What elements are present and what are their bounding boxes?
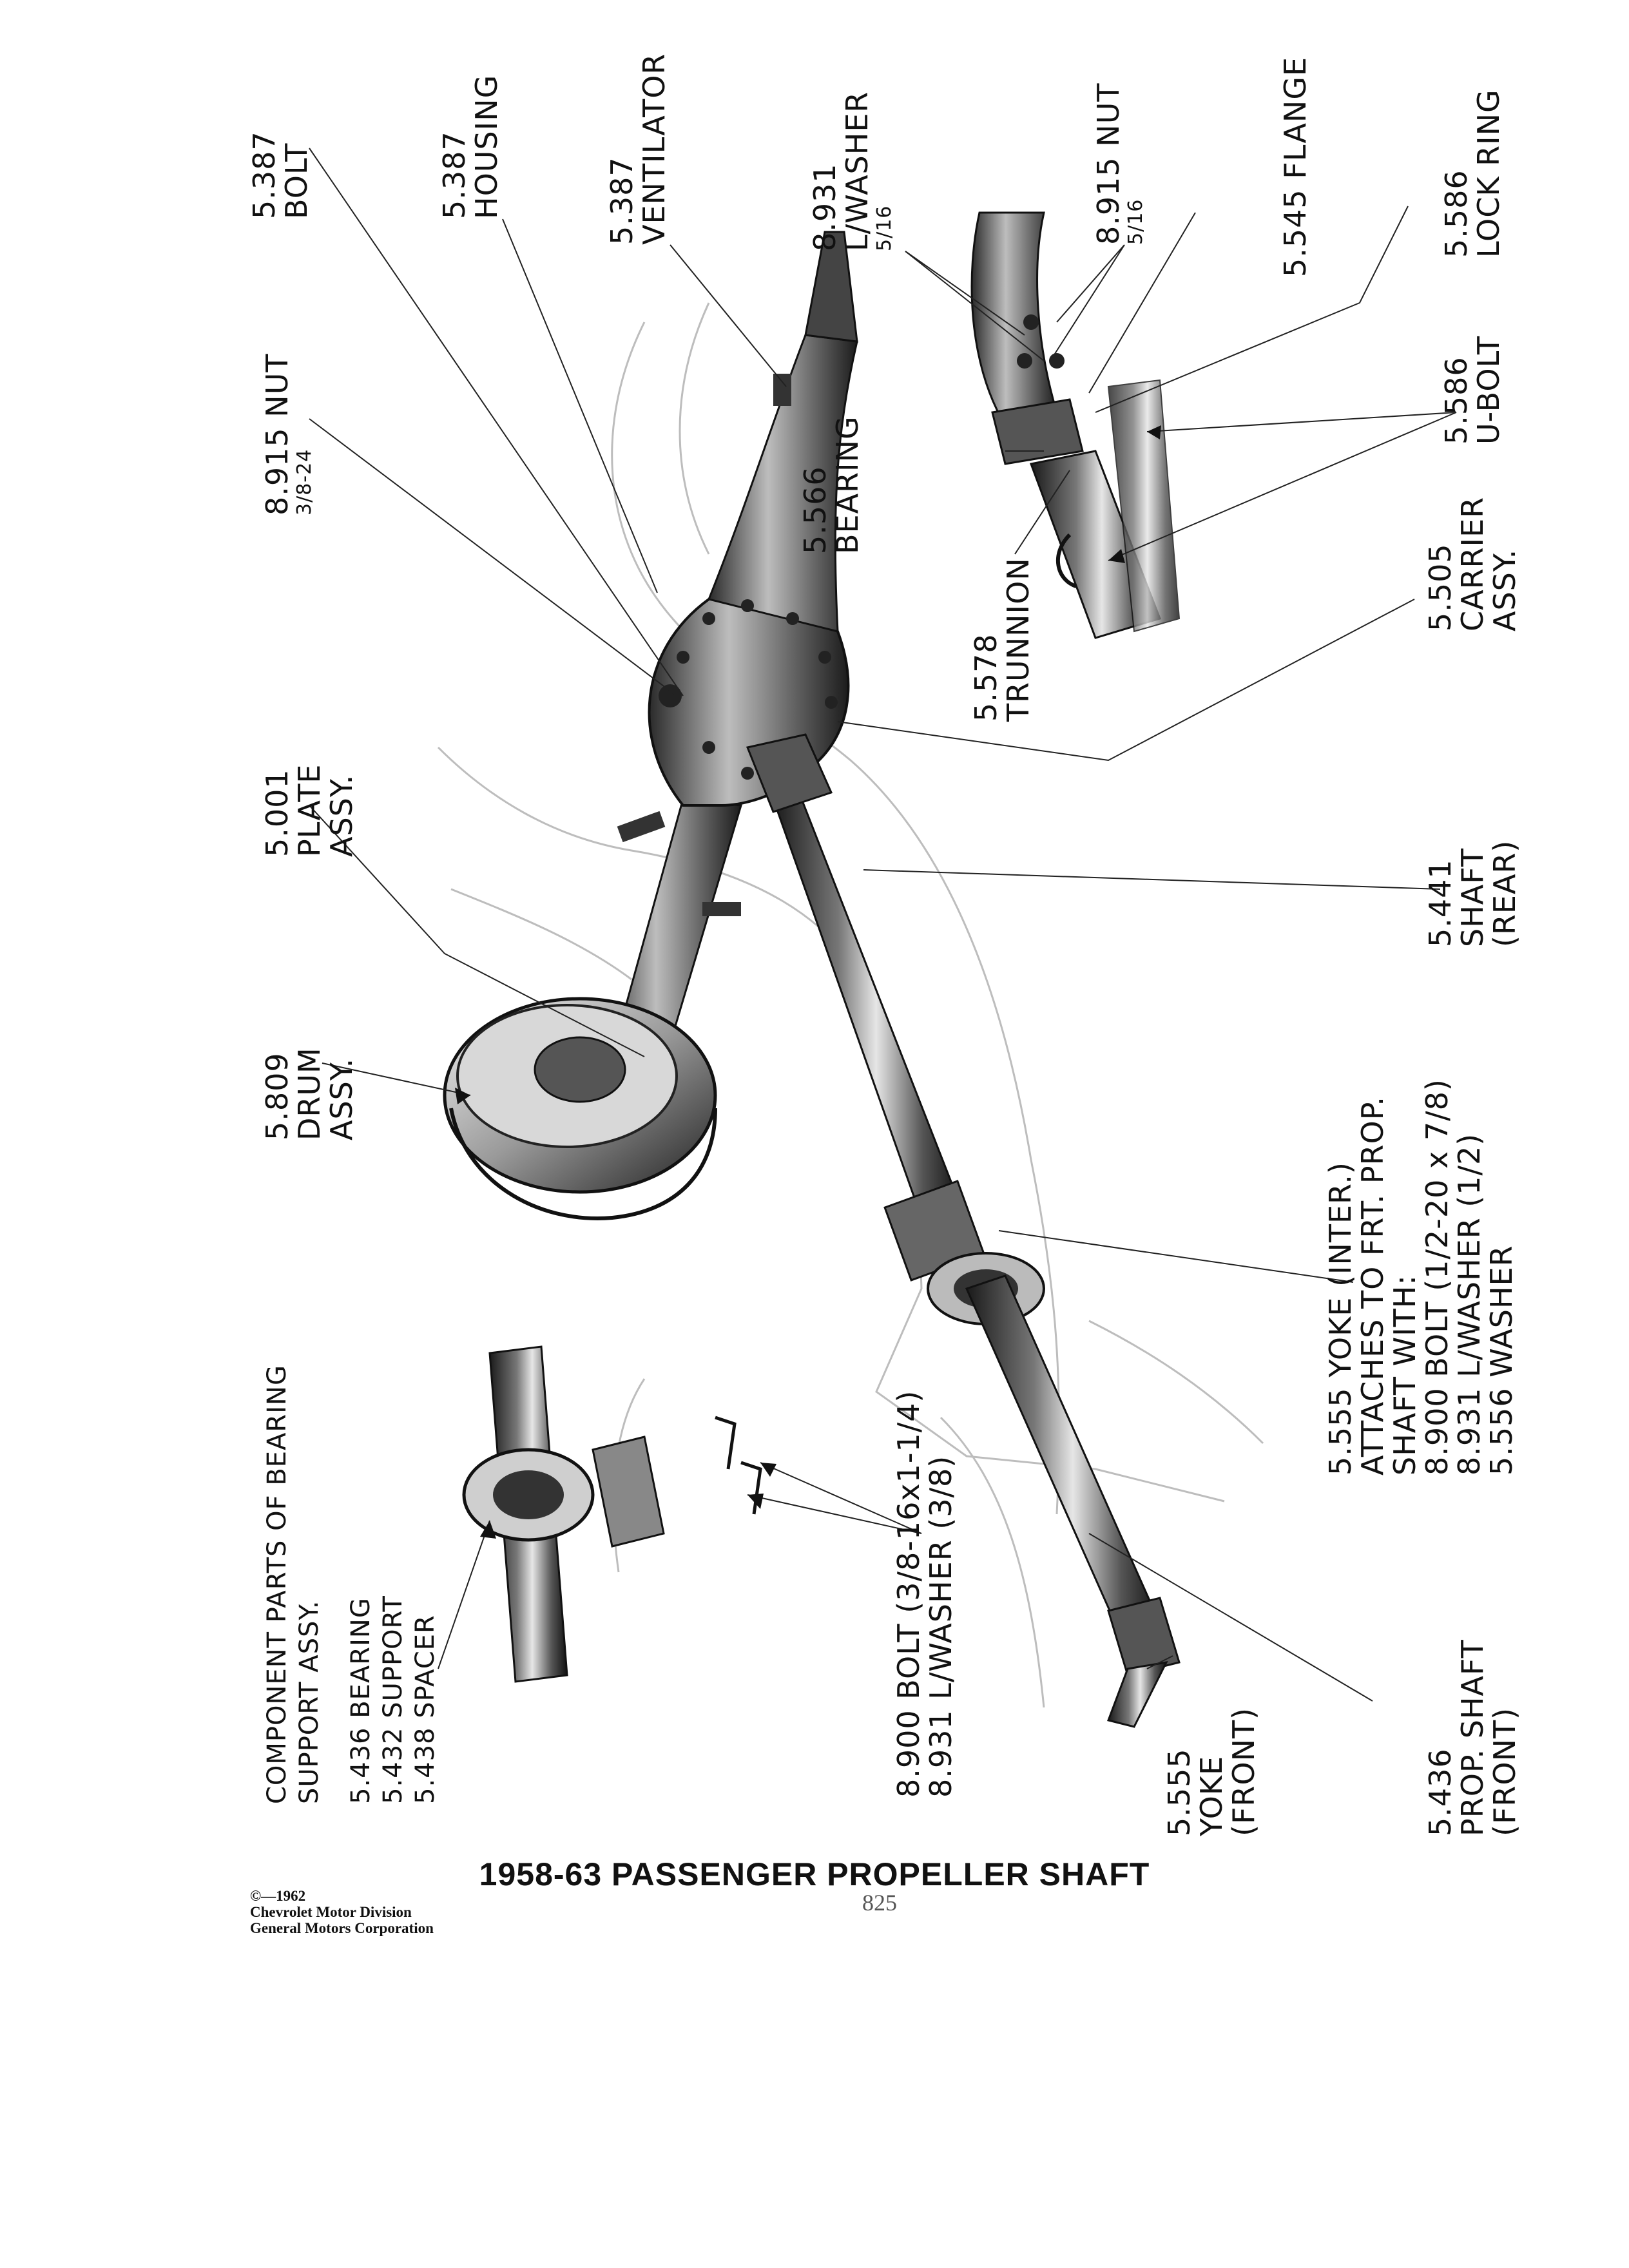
label-yoke-inter: 5.555 YOKE (INTER.)ATTACHES TO FRT. PROP… [1323,1079,1519,1475]
universal-joint-detail [970,211,1181,639]
brake-drum [443,997,717,1220]
leader-lines [309,148,1457,1702]
ventilator-part [773,374,791,406]
arrowheads [455,425,1161,1539]
label-bolt-bottom: 8.900 BOLT (3/8-16x1-1/4)8.931 L/WASHER … [891,1390,958,1798]
propeller-shaft-rear [746,733,961,1219]
propeller-shaft-front [965,1274,1181,1728]
nut-part [659,684,682,707]
label-flange: 5.545 FLANGE [1278,56,1313,277]
page-number: 825 [862,1890,897,1916]
bearing-support-detail [462,1345,762,1683]
figure-caption: 1958-63 PASSENGER PROPELLER SHAFT [479,1856,1150,1892]
intermediate-yoke [883,1180,1045,1325]
axle-housing [598,231,858,1110]
